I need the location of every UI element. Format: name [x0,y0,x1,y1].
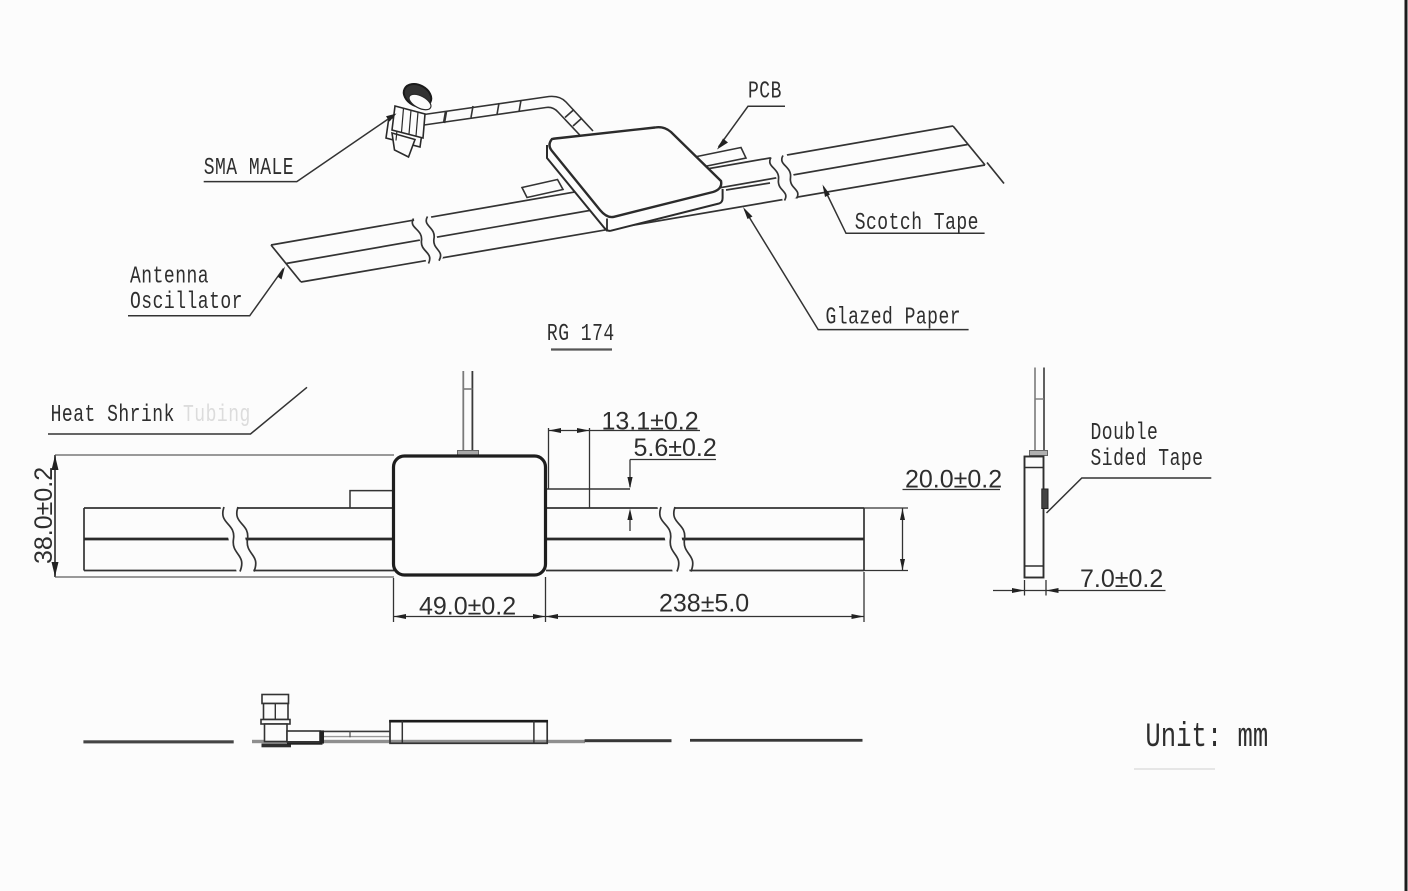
svg-text:Tubing: Tubing [183,401,251,428]
svg-text:Antenna: Antenna [130,263,209,290]
svg-text:Glazed Paper: Glazed Paper [826,304,962,331]
svg-text:7.0±0.2: 7.0±0.2 [1080,565,1163,593]
svg-text:Oscillator: Oscillator [130,289,243,316]
svg-text:Sided Tape: Sided Tape [1091,446,1204,473]
svg-text:49.0±0.2: 49.0±0.2 [419,593,516,621]
svg-text:Double: Double [1091,419,1159,446]
svg-text:Scotch Tape: Scotch Tape [855,210,979,237]
svg-text:5.6±0.2: 5.6±0.2 [634,434,717,462]
svg-text:PCB: PCB [748,78,782,105]
svg-text:Unit: mm: Unit: mm [1145,719,1268,757]
svg-text:SMA MALE: SMA MALE [204,154,294,181]
svg-text:13.1±0.2: 13.1±0.2 [602,408,699,436]
svg-text:RG 174: RG 174 [547,320,615,347]
svg-text:20.0±0.2: 20.0±0.2 [905,466,1002,494]
svg-text:38.0±0.2: 38.0±0.2 [30,467,58,564]
svg-text:238±5.0: 238±5.0 [659,590,749,618]
svg-text:Heat Shrink: Heat Shrink [51,401,175,428]
